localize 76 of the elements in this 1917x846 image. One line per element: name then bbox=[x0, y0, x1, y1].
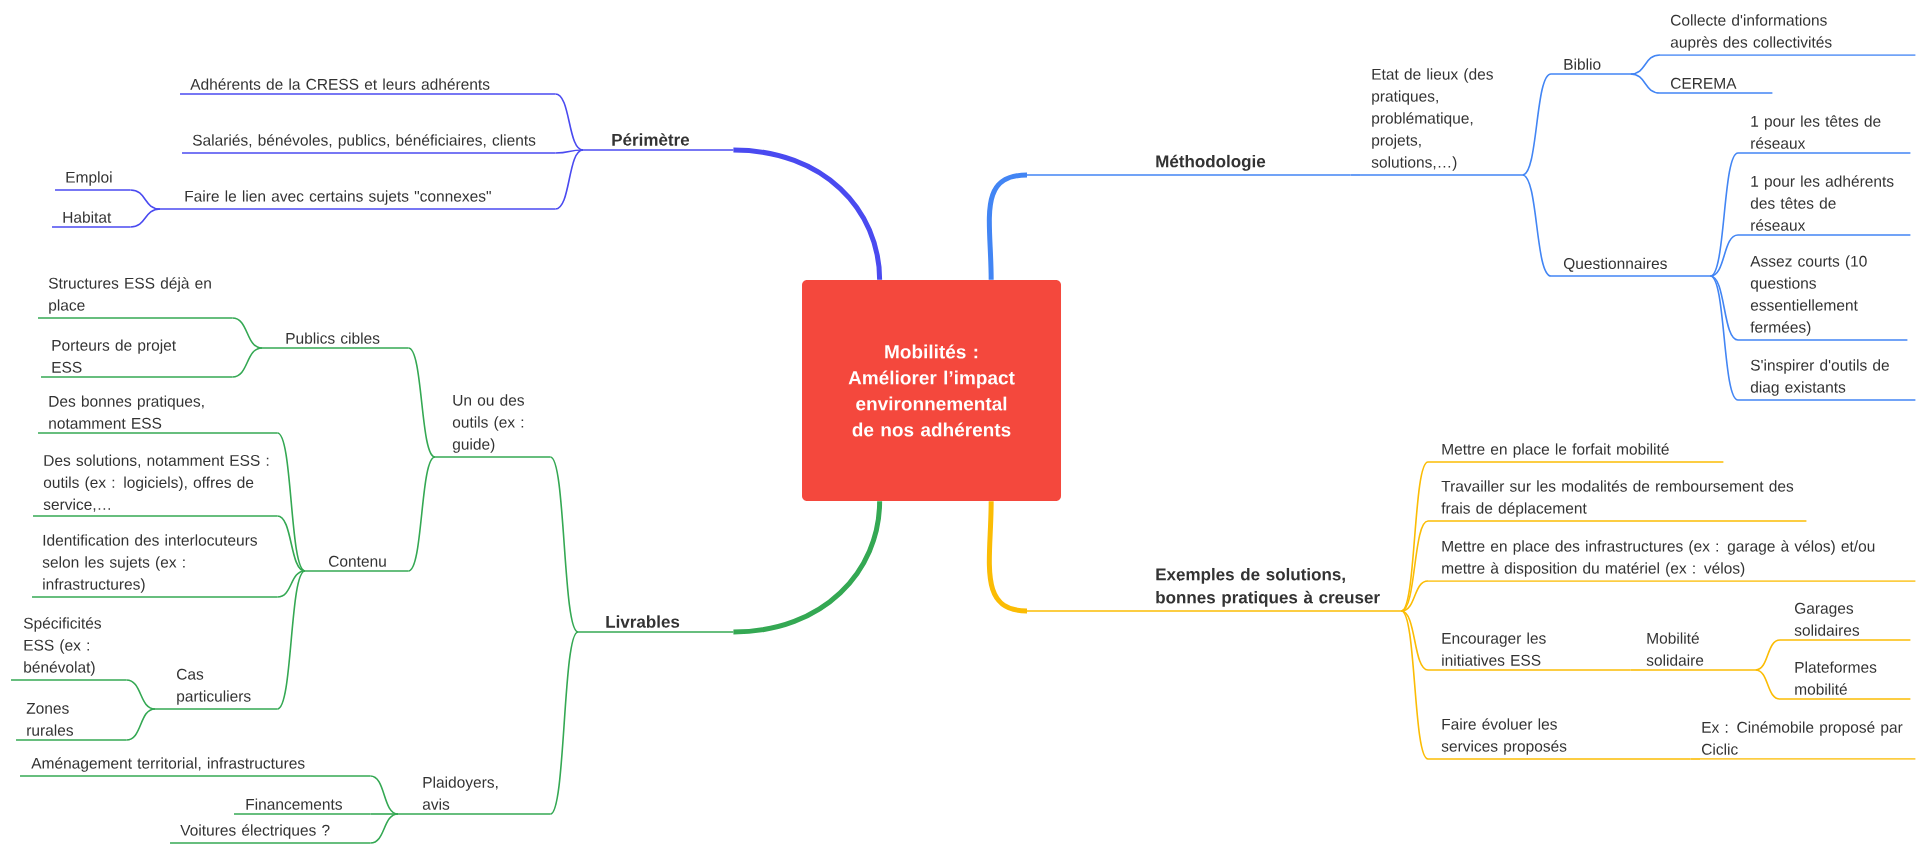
topic-label: Questionnaires bbox=[1550, 257, 1712, 277]
topic-label: Garages solidaires bbox=[1779, 602, 1912, 641]
topic-label: Cas particuliers bbox=[154, 668, 279, 710]
connector-line bbox=[276, 515, 306, 572]
branch-topic: Livrables bbox=[577, 615, 735, 633]
topic-label: Plateformes mobilité bbox=[1779, 661, 1912, 700]
connector-line bbox=[125, 708, 156, 741]
topic-label: Faire le lien avec certains sujets "connexes" bbox=[159, 190, 557, 210]
connector-line bbox=[554, 149, 584, 210]
topic-label: Assez courts (10 questions essentiellement fermées) bbox=[1737, 255, 1909, 341]
topic-label: Biblio bbox=[1550, 58, 1632, 75]
connector-line bbox=[276, 432, 306, 572]
connector-line bbox=[1629, 73, 1661, 94]
topic-label: Structures ESS déjà en place bbox=[37, 277, 234, 319]
branch-topic: Exemples de solutions, bonnes pratiques à creuser bbox=[1026, 567, 1403, 612]
connector-line bbox=[369, 813, 399, 844]
connector-line bbox=[231, 347, 263, 378]
topic-label: Faire évoluer les services proposés bbox=[1427, 718, 1692, 760]
connector-line bbox=[549, 456, 579, 633]
connector-line bbox=[549, 631, 579, 815]
topic-label: CEREMA bbox=[1659, 77, 1774, 94]
topic-label: Aménagement territorial, infrastructures bbox=[19, 757, 372, 777]
branch-topic: Méthodologie bbox=[1026, 154, 1352, 176]
connector-line bbox=[554, 93, 584, 151]
topic-label: Zones rurales bbox=[15, 703, 128, 741]
connector-line bbox=[407, 347, 436, 458]
topic-label: Des bonnes pratiques, notamment ESS bbox=[37, 395, 279, 434]
connector-line bbox=[1689, 758, 1701, 760]
connector-line bbox=[1521, 73, 1552, 176]
central-topic-box: Mobilités : Améliorer l’impact environnemental de nos adhérents bbox=[802, 280, 1061, 501]
topic-label: Etat de lieux (des pratiques, problématique, projets, solutions,…) bbox=[1359, 68, 1524, 176]
connector-line bbox=[1709, 275, 1739, 401]
topic-label: Mettre en place des infrastructures (ex : garage à vélos) et/ou mettre à disposition du matériel (ex : vélos) bbox=[1427, 540, 1917, 582]
topic-label: Emploi bbox=[54, 171, 132, 191]
topic-label: Adhérents de la CRESS et leurs adhérents bbox=[179, 78, 557, 95]
branch-line bbox=[733, 501, 883, 635]
topic-label: Mettre en place le forfait mobilité bbox=[1427, 443, 1725, 463]
topic-label: Plaidoyers, avis bbox=[397, 776, 552, 815]
connector-line bbox=[1400, 580, 1429, 612]
branch-line bbox=[733, 147, 883, 280]
connector-line bbox=[276, 570, 306, 710]
connector-line bbox=[1349, 174, 1361, 176]
topic-label: Spécificités ESS (ex : bénévolat) bbox=[10, 617, 128, 681]
topic-label: S'inspirer d'outils de diag existants bbox=[1737, 359, 1917, 401]
topic-label: 1 pour les adhérents des têtes de réseaux bbox=[1737, 175, 1912, 236]
topic-label: Habitat bbox=[51, 211, 132, 228]
topic-label: Des solutions, notamment ESS : outils (ex : logiciels), offres de service,… bbox=[32, 454, 279, 517]
branch-line bbox=[986, 172, 1028, 280]
connector-line bbox=[1400, 520, 1429, 612]
connector-line bbox=[1400, 610, 1429, 760]
connector-line bbox=[407, 456, 436, 572]
branch-topic: Périmètre bbox=[582, 133, 735, 151]
connector-line bbox=[1709, 234, 1739, 277]
topic-label: Ex : Cinémobile proposé par Ciclic bbox=[1699, 721, 1917, 760]
topic-label: Identification des interlocuteurs selon les sujets (ex : infrastructures) bbox=[31, 534, 279, 598]
connector-line bbox=[1629, 669, 1641, 671]
topic-label: Contenu bbox=[304, 555, 410, 572]
topic-label: Travailler sur les modalités de remboursement des frais de déplacement bbox=[1427, 480, 1808, 522]
connector-line bbox=[231, 317, 263, 349]
topic-label: Voitures électriques ? bbox=[169, 824, 372, 844]
branch-line bbox=[986, 501, 1028, 614]
topic-label: Mobilité solidaire bbox=[1639, 632, 1757, 671]
topic-label: Encourager les initiatives ESS bbox=[1427, 632, 1632, 671]
topic-label: Collecte d'informations auprès des collectivités bbox=[1659, 14, 1917, 56]
topic-label: Porteurs de projet ESS bbox=[40, 339, 234, 378]
connector-line bbox=[129, 208, 161, 228]
topic-label: 1 pour les têtes de réseaux bbox=[1737, 115, 1912, 154]
topic-label: Financements bbox=[233, 798, 372, 815]
connector-line bbox=[1521, 174, 1552, 277]
connector-line bbox=[276, 570, 306, 598]
topic-label: Un ou des outils (ex : guide) bbox=[434, 394, 552, 458]
connector-line bbox=[1709, 152, 1739, 277]
connector-line bbox=[1754, 669, 1781, 700]
topic-label: Salariés, bénévoles, publics, bénéficiaires, clients bbox=[181, 134, 557, 154]
topic-label: Publics cibles bbox=[261, 332, 410, 349]
connector-line bbox=[554, 149, 584, 154]
